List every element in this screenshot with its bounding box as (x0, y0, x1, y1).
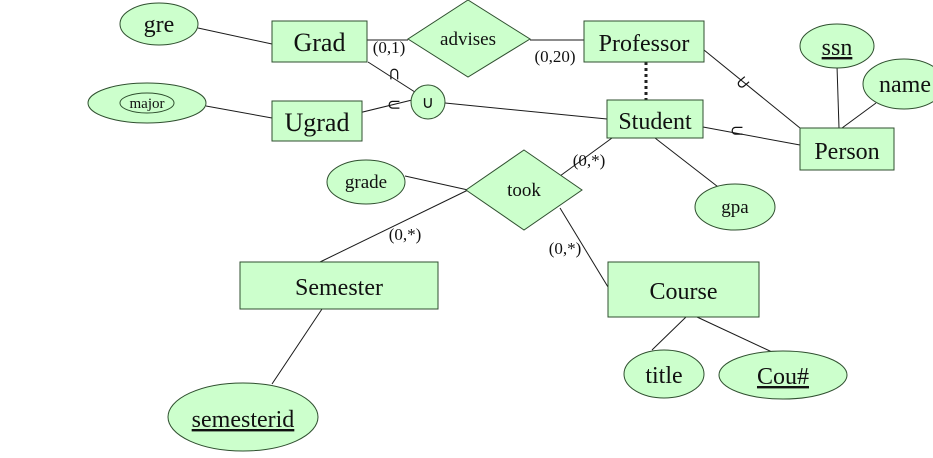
line-student-gpa (654, 137, 723, 191)
entity-professor-label: Professor (599, 31, 690, 57)
attribute-cou-num: Cou# (718, 350, 848, 400)
cardinality-professor-advises: (0,20) (534, 47, 575, 66)
relationship-advises-label: advises (440, 29, 496, 50)
attribute-major-label: major (130, 96, 165, 112)
line-major-ugrad (205, 105, 273, 119)
attribute-ssn-label: ssn (822, 35, 853, 61)
entity-semester: Semester (239, 261, 439, 310)
entity-ugrad: Ugrad (271, 100, 363, 142)
line-semester-semesterid (271, 308, 323, 385)
subset-symbol-grad: ⊂ (384, 67, 404, 81)
cardinality-student-took: (0,*) (573, 151, 606, 170)
attribute-grade-label: grade (345, 172, 387, 193)
entity-course-label: Course (650, 279, 718, 305)
line-name-person (841, 102, 877, 129)
attribute-gre-label: gre (144, 12, 175, 38)
line-ssn-person (836, 65, 840, 129)
line-professor-person (703, 49, 801, 129)
attribute-gpa: gpa (694, 183, 776, 231)
union-node: ∪ (410, 84, 446, 120)
line-student-person (702, 126, 801, 146)
line-student-took (559, 137, 613, 177)
attribute-gpa-label: gpa (721, 197, 749, 218)
entity-course: Course (607, 261, 760, 318)
subset-symbol-ugrad: ⊂ (387, 95, 401, 115)
attribute-semesterid-label: semesterid (192, 407, 295, 433)
attribute-major: major (87, 82, 207, 124)
entity-ugrad-label: Ugrad (285, 108, 350, 137)
subset-symbol-student: ⊂ (730, 121, 744, 141)
line-gre-grad (197, 27, 273, 45)
line-course-cou (696, 316, 773, 353)
attribute-name: name (862, 58, 933, 110)
relationship-advises: advises (407, 0, 531, 78)
line-took-semester (319, 189, 469, 263)
attribute-gre: gre (119, 2, 199, 46)
attribute-cou-num-label: Cou# (757, 364, 809, 390)
line-grad-union (367, 61, 419, 95)
relationship-took-label: took (507, 180, 541, 201)
cardinality-semester-took: (0,*) (389, 225, 422, 244)
cardinality-course-took: (0,*) (549, 239, 582, 258)
line-grade-took (404, 175, 469, 191)
relationship-took: took (465, 149, 583, 231)
cardinality-grad-advises: (0,1) (373, 38, 406, 57)
union-symbol: ∪ (422, 93, 434, 113)
entity-grad: Grad (271, 20, 368, 63)
attribute-grade: grade (326, 159, 406, 205)
entity-professor: Professor (583, 20, 705, 63)
attribute-title-label: title (645, 363, 682, 389)
attribute-title: title (623, 349, 705, 399)
entity-student: Student (606, 99, 704, 139)
line-union-student (444, 102, 608, 120)
entity-person: Person (799, 127, 895, 171)
entity-person-label: Person (814, 139, 879, 165)
attribute-semesterid: semesterid (167, 382, 319, 452)
attribute-name-label: name (879, 72, 931, 98)
line-course-title (651, 316, 687, 351)
entity-semester-label: Semester (295, 275, 383, 301)
line-took-course (559, 207, 609, 288)
entity-student-label: Student (618, 109, 692, 135)
attribute-ssn: ssn (799, 23, 875, 69)
entity-grad-label: Grad (294, 28, 346, 57)
